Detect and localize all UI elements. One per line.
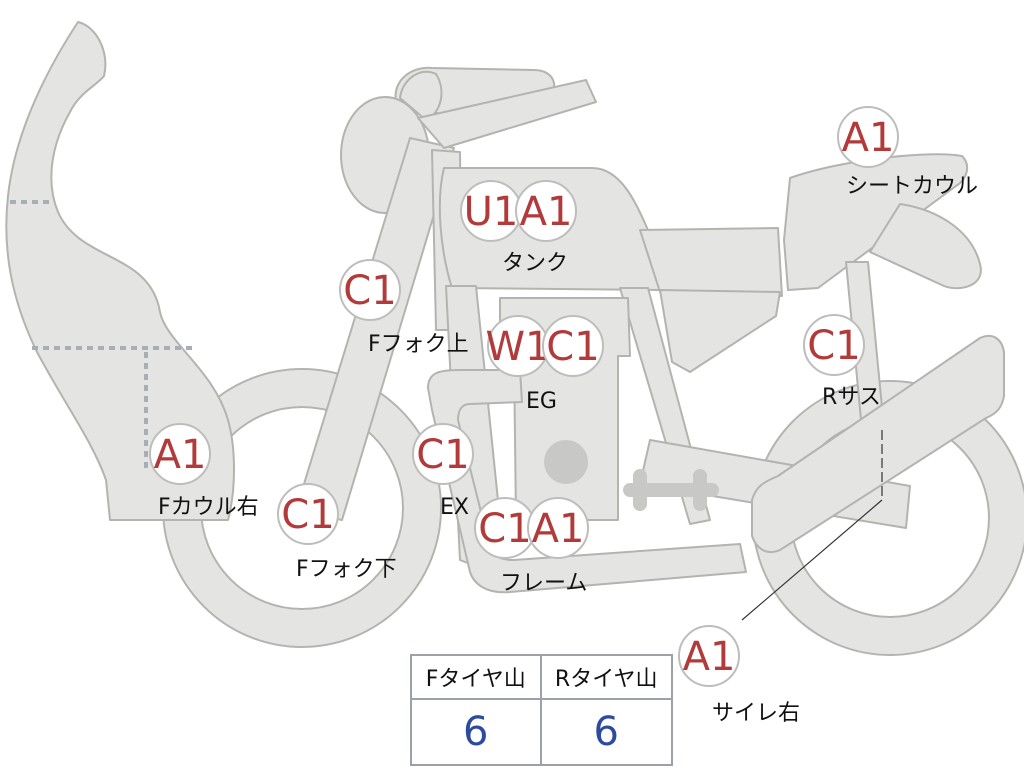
label-tank: タンク [502,251,568,276]
badge-code: C1 [281,492,334,538]
badge-eg-w1: W1 [486,315,551,377]
badge-silencer-right-a1: A1 [678,625,740,687]
front-fork [295,137,455,521]
front-cowl [5,21,235,521]
badge-eg-c1: C1 [542,315,604,377]
badge-tank-a1: A1 [515,180,577,242]
frame-top [417,79,597,149]
front-tire-header: Fタイヤ山 [412,656,542,700]
muffler [751,334,1005,554]
front-tire-value: 6 [412,700,542,764]
badge-code: A1 [532,506,585,552]
label-ex: EX [440,495,469,520]
label-f-fork-upper: Fフォク上 [368,332,469,357]
label-f-fork-lower: Fフォク下 [296,557,397,582]
seat [639,227,783,297]
badge-code: C1 [343,268,396,314]
badge-code: W1 [486,324,551,370]
label-r-sus: Rサス [822,385,881,410]
badge-frame-a1: A1 [527,497,589,559]
cowl-section-lines [10,200,192,470]
badge-frame-c1: C1 [474,497,536,559]
label-f-cowl-right: Fカウル右 [158,495,259,520]
part-labels: タンク シートカウル Fフォク上 EG Rサス Fカウル右 EX Fフォク下 フ… [158,174,978,726]
badge-code: C1 [807,323,860,369]
badge-circle [339,259,401,321]
badge-code: C1 [416,432,469,478]
label-frame: フレーム [500,571,587,596]
silencer-leader-line [741,430,883,621]
badge-f-cowl-right-a1: A1 [149,423,211,485]
badge-circle [149,423,211,485]
badge-circle [412,423,474,485]
badge-circle [527,497,589,559]
badge-code: A1 [842,115,895,161]
badge-f-fork-lower-c1: C1 [277,483,339,545]
badge-seat-cowl-a1: A1 [837,106,899,168]
badge-code: A1 [154,432,207,478]
badge-circle [277,483,339,545]
badge-circle [837,106,899,168]
badge-circle [515,180,577,242]
label-silencer-right: サイレ右 [712,701,800,726]
badge-code: U1 [464,189,519,235]
badge-tank-u1: U1 [460,180,522,242]
badge-code: A1 [683,634,736,680]
seat-cowl [783,153,969,291]
badge-r-sus-c1: C1 [803,314,865,376]
label-eg: EG [526,389,557,414]
tire-tread-table: Fタイヤ山 Rタイヤ山 6 6 [410,654,673,766]
badge-circle [803,314,865,376]
badge-ex-c1: C1 [412,423,474,485]
badge-code: C1 [478,506,531,552]
badge-code: C1 [546,324,599,370]
badge-f-fork-upper-c1: C1 [339,259,401,321]
badge-code: A1 [520,189,573,235]
rear-tire-value: 6 [593,709,619,755]
badge-circle [678,625,740,687]
label-seat-cowl: シートカウル [846,174,978,199]
rear-tire-header: Rタイヤ山 [541,656,671,700]
badge-circle [542,315,604,377]
